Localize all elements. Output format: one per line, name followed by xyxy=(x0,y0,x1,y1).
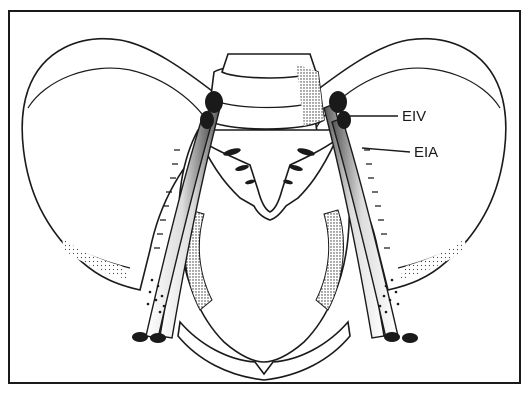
eiv-label: EIV xyxy=(402,108,426,125)
eia-label: EIA xyxy=(414,144,438,161)
